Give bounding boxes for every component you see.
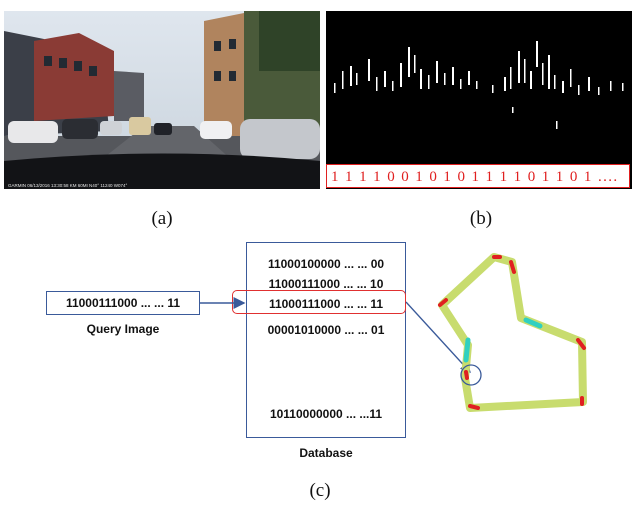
binary-feature-image xyxy=(326,11,632,189)
query-code-box: 11000111000 ... ... 11 xyxy=(46,291,200,315)
database-row: 11000111000 ... ... 10 xyxy=(268,277,384,291)
binary-code-string: 1 1 1 1 0 0 1 0 1 0 1 1 1 1 0 1 1 0 1 ..… xyxy=(326,164,630,188)
database-row: 11000100000 ... ... 00 xyxy=(267,257,385,271)
query-image-label: Query Image xyxy=(86,322,160,336)
camera-overlay-text: GARMIN 06/13/2016 13:30:58 KM 60MI N40° … xyxy=(8,183,128,188)
match-highlight xyxy=(232,290,406,314)
database-box: 11000100000 ... ... 00 11000111000 ... .… xyxy=(246,242,406,438)
match-to-map-arrow xyxy=(405,301,471,373)
dashcam-street-image: GARMIN 06/13/2016 13:30:58 KM 60MI N40° … xyxy=(4,11,320,189)
caption-c: (c) xyxy=(309,480,331,501)
database-row: 00001010000 ... ... 01 xyxy=(267,323,385,337)
database-label: Database xyxy=(299,446,353,460)
database-row-match: 11000111000 ... ... 11 xyxy=(268,297,384,311)
caption-b: (b) xyxy=(469,208,493,229)
database-row: 10110000000 ... ...11 xyxy=(269,407,383,421)
route-map xyxy=(438,253,587,412)
caption-a: (a) xyxy=(151,208,173,229)
match-location-circle xyxy=(460,364,482,386)
